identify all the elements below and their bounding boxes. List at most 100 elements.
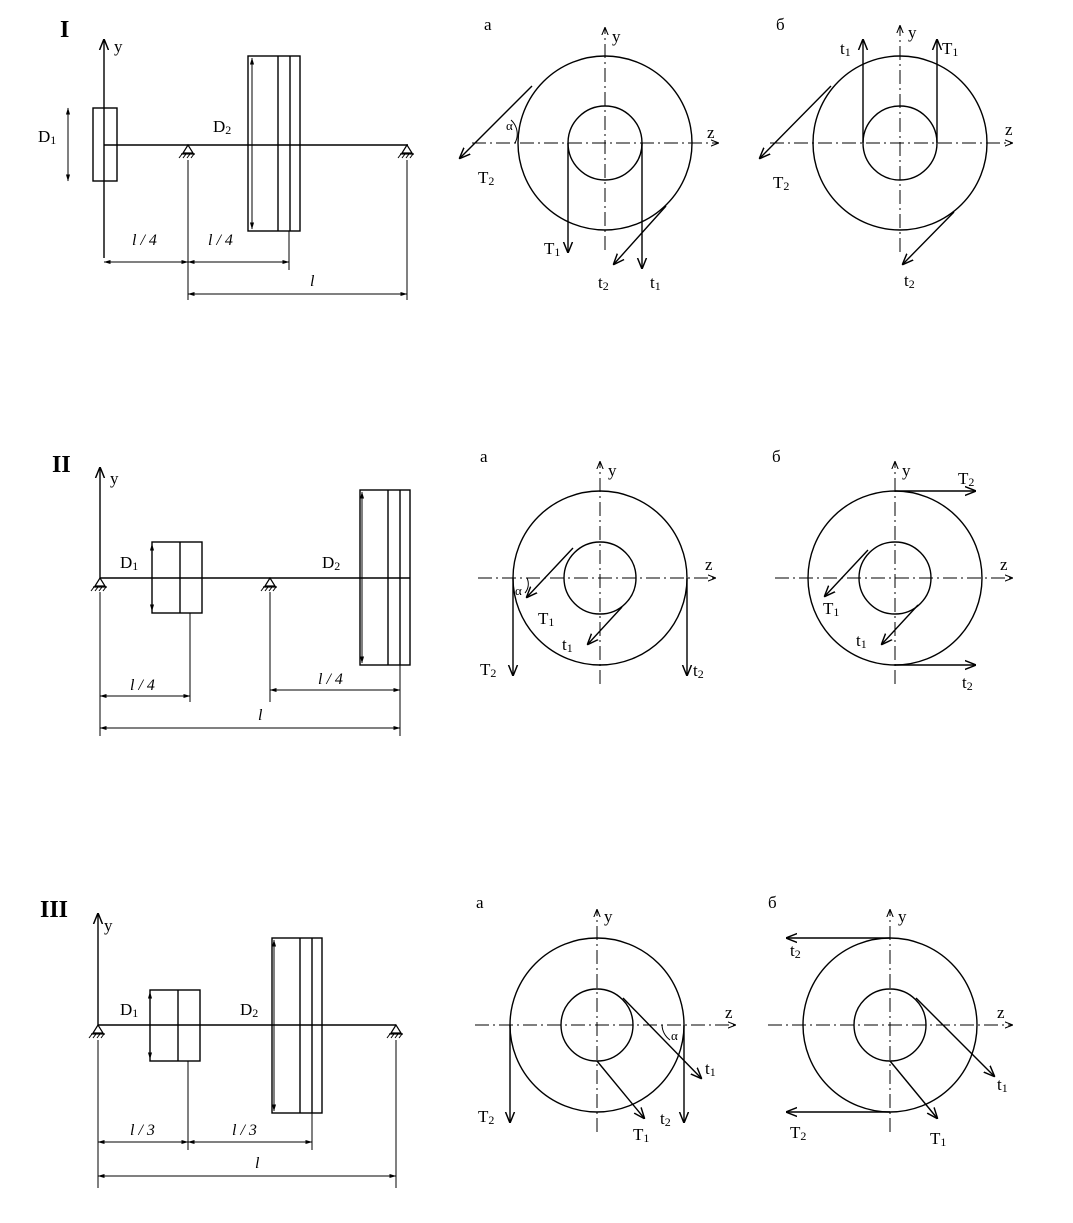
d1-label: D1	[120, 1000, 138, 1020]
scheme-3-shaft: y D1 D2 l / 3 l / 3 l	[88, 914, 404, 1188]
alpha-label: α	[515, 583, 522, 598]
y-axis-label: y	[902, 461, 911, 480]
pulley-d1	[92, 107, 118, 182]
view-label: а	[484, 15, 492, 34]
alpha-arc	[510, 119, 518, 144]
support-bearing	[386, 1024, 404, 1039]
view-label: а	[476, 893, 484, 912]
d1-label: D1	[120, 553, 138, 573]
z-axis-label: z	[997, 1003, 1005, 1022]
dimension-label: l / 4	[130, 677, 155, 694]
force-t1	[622, 997, 701, 1078]
y-axis-label: y	[898, 907, 907, 926]
support-bearing	[88, 1024, 106, 1039]
scheme-2-view-b: б y z T2 t2 T1 t1	[772, 447, 1012, 693]
force-label: T1	[538, 609, 554, 629]
force-label: T2	[480, 660, 496, 680]
scheme-2-numeral: II	[52, 452, 71, 478]
dimension-label: l / 3	[232, 1122, 257, 1139]
force-label: T1	[544, 239, 560, 259]
force-t1	[915, 997, 994, 1076]
force-label: t2	[693, 661, 704, 681]
force-T1	[889, 1060, 937, 1118]
scheme-1-numeral: I	[60, 17, 69, 43]
force-label: t1	[856, 631, 867, 651]
force-label: t1	[840, 39, 851, 59]
z-axis-label: z	[1005, 120, 1013, 139]
pulley-d2	[247, 55, 301, 232]
y-axis-label: y	[114, 37, 123, 56]
dimension-label: l	[310, 273, 315, 290]
force-label: t2	[598, 273, 609, 293]
force-T2	[460, 85, 533, 158]
z-axis-label: z	[707, 123, 715, 142]
scheme-2-view-a: а y z T2 t2 α T1 t1	[478, 447, 715, 684]
alpha-label: α	[506, 118, 513, 133]
force-T1	[825, 549, 869, 596]
z-axis-label: z	[1000, 555, 1008, 574]
view-label: а	[480, 447, 488, 466]
d2-label: D2	[213, 117, 231, 137]
force-label: T2	[790, 1123, 806, 1143]
alpha-arc	[524, 577, 529, 594]
force-label: T1	[942, 39, 958, 59]
y-axis-label: y	[612, 27, 621, 46]
force-label: T1	[823, 599, 839, 619]
d2-label: D2	[322, 553, 340, 573]
support-bearing	[260, 577, 278, 592]
scheme-3-view-b: б y z t2 T2 t1 T1	[768, 893, 1012, 1149]
force-label: T2	[478, 168, 494, 188]
y-axis-label: y	[604, 907, 613, 926]
dimension-label: l / 4	[208, 232, 233, 249]
force-label: T2	[773, 173, 789, 193]
support-bearing	[90, 577, 108, 592]
force-T2	[760, 85, 832, 158]
force-label: t2	[790, 941, 801, 961]
alpha-label: α	[671, 1028, 678, 1043]
scheme-1: I y D1 D2 l / 4 l / 4 l а	[38, 15, 1013, 300]
dimension-label: l / 4	[132, 232, 157, 249]
z-axis-label: z	[725, 1003, 733, 1022]
force-t2	[903, 211, 955, 264]
force-T1	[527, 547, 574, 597]
scheme-1-view-b: б y z t1 T1 T2 t2	[760, 15, 1013, 291]
force-label: t1	[650, 273, 661, 293]
y-axis-label: y	[110, 469, 119, 488]
force-label: T2	[478, 1107, 494, 1127]
force-label: t2	[962, 673, 973, 693]
y-axis-label: y	[104, 916, 113, 935]
force-label: t1	[997, 1075, 1008, 1095]
z-axis-label: z	[705, 555, 713, 574]
support-bearing	[397, 144, 415, 159]
dimension-label: l	[258, 707, 263, 724]
scheme-1-shaft: y D1 D2 l / 4 l / 4 l	[38, 37, 415, 300]
force-label: t1	[705, 1059, 716, 1079]
force-label: t2	[660, 1109, 671, 1129]
scheme-2-shaft: y D1 D2 l / 4 l / 4 l	[90, 468, 411, 736]
view-label: б	[768, 893, 777, 912]
dimension-label: l / 3	[130, 1122, 155, 1139]
force-t2	[614, 205, 667, 264]
scheme-3-view-a: а y z T2 t2 α t1 T1	[475, 893, 735, 1145]
force-label: T1	[633, 1125, 649, 1145]
force-label: t2	[904, 271, 915, 291]
force-t1	[588, 606, 623, 644]
alpha-arc	[661, 1024, 671, 1041]
force-label: T2	[958, 469, 974, 489]
force-T1	[596, 1060, 644, 1118]
d2-label: D2	[240, 1000, 258, 1020]
y-axis-label: y	[608, 461, 617, 480]
dimension-label: l / 4	[318, 671, 343, 688]
y-axis-label: y	[908, 23, 917, 42]
scheme-3-numeral: III	[40, 897, 68, 923]
force-label: t1	[562, 635, 573, 655]
dimension-label: l	[255, 1155, 260, 1172]
scheme-1-view-a: а y z α T2 T1 t1 t2	[460, 15, 718, 293]
force-label: T1	[930, 1129, 946, 1149]
d1-label: D1	[38, 127, 56, 147]
force-t1	[882, 604, 919, 644]
scheme-3: III y D1 D2 l / 3 l / 3 l	[40, 893, 1012, 1188]
view-label: б	[776, 15, 785, 34]
support-bearing	[178, 144, 196, 159]
